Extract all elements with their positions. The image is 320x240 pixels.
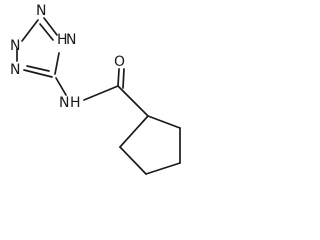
bond-c5-n4 bbox=[23, 69, 53, 78]
molecule-drawing: N N N H N N H O bbox=[10, 3, 181, 175]
bond-carbonyl-c-ring bbox=[117, 85, 149, 117]
bond-n2-n3-double bbox=[39, 23, 54, 41]
bond-ring-5 bbox=[119, 115, 149, 148]
atom-n-top-left: N bbox=[10, 38, 20, 54]
atom-amide-h: H bbox=[70, 95, 81, 111]
bond-c5-amide-n bbox=[55, 77, 67, 96]
structure-diagram: N N N H N N H O bbox=[10, 3, 181, 175]
atom-n-top: N bbox=[36, 3, 46, 19]
bond-ring-1 bbox=[147, 115, 181, 129]
bond-amide-n-carbonyl-c bbox=[83, 85, 119, 101]
bond-carbonyl-c-o bbox=[117, 68, 120, 87]
atom-amide-n: N bbox=[59, 95, 69, 111]
bond-ring-4 bbox=[119, 146, 147, 175]
atom-n-tetrazole-nh: N bbox=[66, 32, 76, 48]
bond-c5-n4-double bbox=[26, 65, 50, 72]
atom-n-left: N bbox=[10, 62, 20, 78]
bond-n1-n2 bbox=[21, 19, 39, 42]
bond-n3-c5 bbox=[54, 52, 60, 75]
bond-n2-n3 bbox=[43, 17, 58, 36]
atom-h-on-tetrazole: H bbox=[57, 32, 68, 48]
bond-carbonyl-c-o-double bbox=[122, 68, 125, 89]
bond-ring-3 bbox=[145, 162, 181, 175]
atom-carbonyl-o: O bbox=[114, 54, 125, 70]
